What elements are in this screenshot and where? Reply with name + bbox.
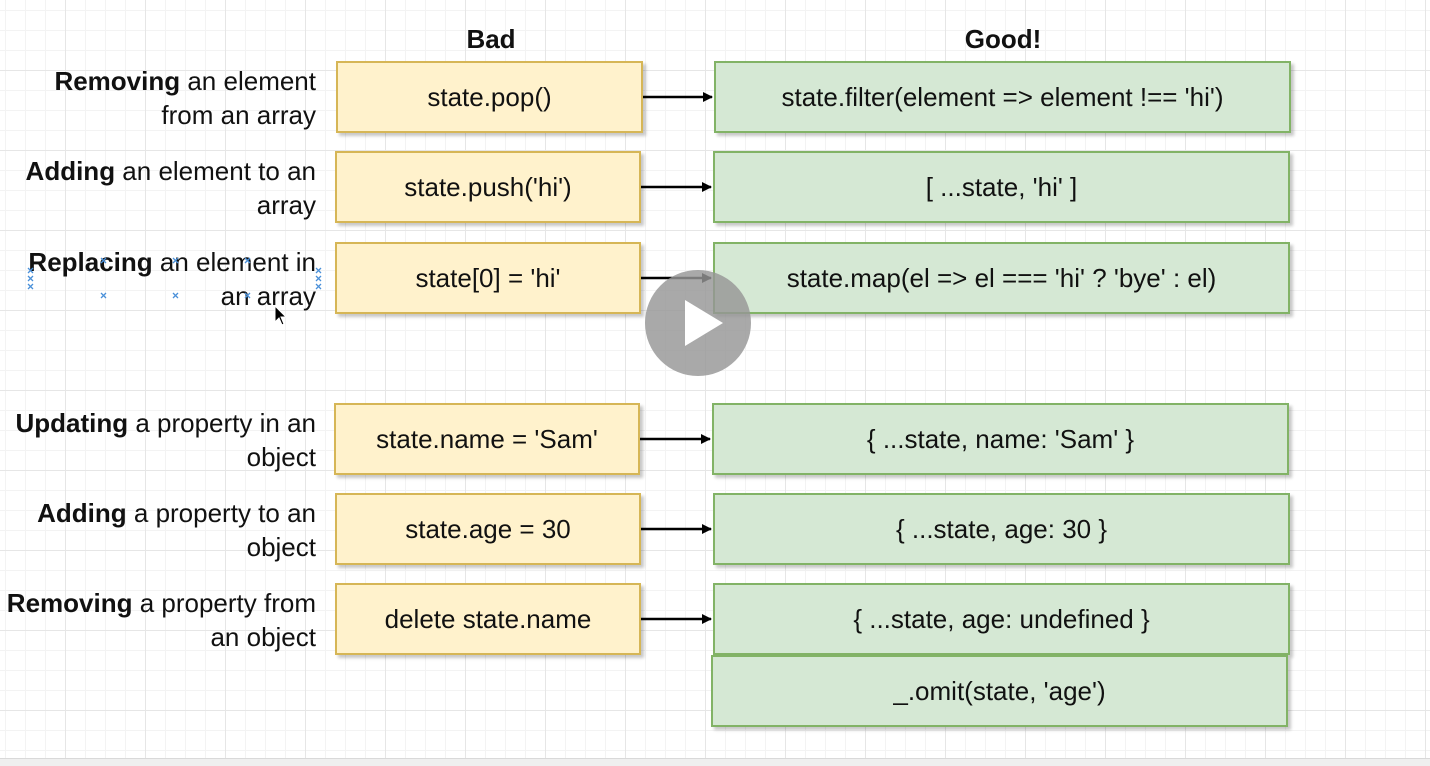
row-label-adding-property: Adding a property to an object — [0, 496, 316, 564]
good-code: state.filter(element => element !== 'hi'… — [781, 81, 1224, 112]
good-box-undefined[interactable]: { ...state, age: undefined } — [713, 583, 1290, 655]
good-box-spread-age[interactable]: { ...state, age: 30 } — [713, 493, 1290, 565]
row-label-text: a property in an object — [128, 408, 316, 472]
video-play-button[interactable] — [645, 270, 751, 376]
header-bad: Bad — [466, 24, 516, 54]
good-box-spread-name[interactable]: { ...state, name: 'Sam' } — [712, 403, 1289, 475]
bad-code: state[0] = 'hi' — [415, 262, 561, 293]
bad-code: state.name = 'Sam' — [376, 423, 598, 454]
bad-code: state.age = 30 — [405, 513, 571, 544]
bad-box-index-assign[interactable]: state[0] = 'hi' — [335, 242, 641, 314]
good-box-map[interactable]: state.map(el => el === 'hi' ? 'bye' : el… — [713, 242, 1290, 314]
row-label-removing-element: Removing an element from an array — [0, 64, 316, 132]
row-label-keyword: Removing — [6, 588, 133, 618]
bad-box-delete[interactable]: delete state.name — [335, 583, 641, 655]
row-label-keyword: Adding — [25, 156, 116, 186]
good-box-filter[interactable]: state.filter(element => element !== 'hi'… — [714, 61, 1291, 133]
row-label-text: an element to an array — [115, 156, 316, 220]
bad-code: delete state.name — [384, 603, 592, 634]
good-code: { ...state, name: 'Sam' } — [866, 423, 1135, 454]
row-label-adding-element: Adding an element to an array — [0, 154, 316, 222]
header-good: Good! — [964, 24, 1042, 54]
bad-box-push[interactable]: state.push('hi') — [335, 151, 641, 223]
bad-box-pop[interactable]: state.pop() — [336, 61, 643, 133]
row-label-text: an element from an array — [161, 66, 316, 130]
good-code: _.omit(state, 'age') — [893, 675, 1106, 706]
row-label-keyword: Removing — [54, 66, 181, 96]
mouse-cursor-icon — [274, 305, 288, 326]
bad-code: state.pop() — [427, 81, 552, 112]
row-label-text: an element in an array — [152, 247, 316, 311]
row-label-replacing-element: Replacing an element in an array — [0, 245, 316, 313]
good-code: { ...state, age: 30 } — [895, 513, 1108, 544]
good-box-omit[interactable]: _.omit(state, 'age') — [711, 655, 1288, 727]
row-label-text: a property to an object — [126, 498, 316, 562]
row-label-text: a property from an object — [132, 588, 316, 652]
row-label-removing-property: Removing a property from an object — [0, 586, 316, 654]
row-label-keyword: Adding — [37, 498, 127, 528]
good-code: [ ...state, 'hi' ] — [925, 171, 1078, 202]
play-icon — [685, 300, 723, 346]
row-label-updating-property: Updating a property in an object — [0, 406, 316, 474]
good-box-spread-array[interactable]: [ ...state, 'hi' ] — [713, 151, 1290, 223]
good-code: state.map(el => el === 'hi' ? 'bye' : el… — [786, 262, 1217, 293]
bad-box-age-assign[interactable]: state.age = 30 — [335, 493, 641, 565]
row-label-keyword: Replacing — [28, 247, 153, 277]
bad-code: state.push('hi') — [404, 171, 572, 202]
row-label-keyword: Updating — [15, 408, 129, 438]
bottom-scroll-strip — [0, 758, 1430, 766]
bad-box-name-assign[interactable]: state.name = 'Sam' — [334, 403, 640, 475]
good-code: { ...state, age: undefined } — [853, 603, 1150, 634]
